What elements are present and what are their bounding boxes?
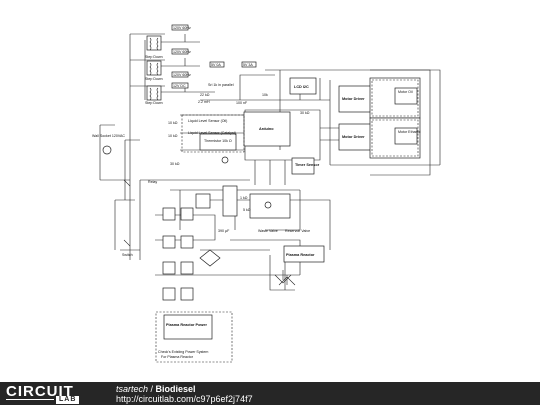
label-liquid-sensor-1: Liquid Level Sensor (Oil) — [188, 119, 227, 123]
label-step-down-2: Step Down — [145, 77, 163, 81]
label-r7: 30 kΩ — [170, 162, 180, 166]
label-mains: Wall Socket 120VAC — [92, 134, 125, 138]
label-note-line2: For Plasma Reactor — [161, 355, 194, 359]
label-r9: 5 kΩ — [243, 208, 251, 212]
label-120v-c: 120V 60Hz — [173, 73, 191, 77]
plasma-power-box — [163, 314, 213, 340]
voltage-tags — [171, 24, 257, 89]
label-switch: Switch — [122, 253, 133, 257]
transformer-stack-top — [146, 35, 162, 101]
label-120v-a: 120V 60Hz — [173, 26, 191, 30]
label-r4: 10k — [262, 93, 268, 97]
schematic-canvas[interactable]: 120V 60Hz 120V 60Hz 120V 60Hz 12V DC 5V … — [0, 0, 540, 382]
label-r5: 10 kΩ — [168, 121, 178, 125]
label-liquid-sensor-2: Liquid Level Sensor (Catalyst) — [188, 131, 236, 135]
label-in-parallel: Sri 1k in parallel — [208, 83, 234, 87]
label-r2: 2.2 mH — [198, 100, 210, 104]
logo-word: CIRCUIT — [6, 383, 74, 400]
label-plasma-reactor: Plasma Reactor — [286, 253, 315, 257]
label-reservoir-valve: Reservoir Valve — [285, 229, 310, 233]
mains-socket-circle — [102, 145, 112, 155]
label-5v-b: 5V 3A — [243, 63, 253, 67]
logo-trace-line — [6, 399, 54, 400]
circuit-title: tsartech / Biodiesel — [116, 384, 196, 394]
arduino-box — [243, 111, 291, 147]
label-note-line1: Check's Existing Power System — [158, 350, 208, 354]
label-step-down-1: Step Down — [145, 55, 163, 59]
footer-bar: CIRCUIT LAB tsartech / Biodiesel http://… — [0, 382, 540, 405]
project-name[interactable]: Biodiesel — [155, 384, 196, 394]
label-12v-dc: 12V DC — [173, 84, 186, 88]
label-arduino: Arduino — [259, 127, 274, 131]
plasma-reactor-box — [283, 245, 325, 263]
label-thermistor: Thermistor 10k Ω — [204, 139, 232, 143]
label-relay: Relay — [148, 180, 157, 184]
label-5v-a: 5V 0A — [211, 63, 221, 67]
timer-box — [291, 157, 315, 175]
label-r3: 100 nF — [236, 101, 248, 105]
label-motor-oil: Motor Oil — [398, 90, 413, 94]
circuit-schematic: 120V 60Hz 120V 60Hz 120V 60Hz 12V DC 5V … — [92, 24, 441, 363]
label-r8: 1 kΩ — [240, 196, 248, 200]
label-waste-valve: Waste Valve — [258, 229, 278, 233]
modules — [181, 77, 421, 175]
motor-driver-2-box — [338, 123, 372, 151]
logo-lab-badge: LAB — [56, 396, 80, 404]
circuit-url[interactable]: http://circuitlab.com/c97p6ef2j74f7 — [116, 394, 253, 404]
motor-driver-1-box — [338, 85, 372, 113]
label-motor-driver-2: Motor Driver — [342, 135, 365, 139]
label-r1: 22 kΩ — [200, 93, 210, 97]
label-motor-driver-1: Motor Driver — [342, 97, 365, 101]
label-r6: 10 kΩ — [168, 134, 178, 138]
circuitlab-logo[interactable]: CIRCUIT LAB — [6, 383, 94, 404]
main-wiring — [99, 33, 441, 291]
label-r10: 30 kΩ — [300, 111, 310, 115]
lower-section — [102, 145, 325, 363]
label-step-down-3: Step Down — [145, 101, 163, 105]
label-motor-2: Motor Ethanol — [398, 130, 421, 134]
lcd-box — [289, 77, 317, 95]
label-cap: 390 µF — [218, 229, 230, 233]
title-separator: / — [148, 384, 156, 394]
author-link[interactable]: tsartech — [116, 384, 149, 394]
label-plasma-power: Plasma Reactor Power — [166, 323, 207, 327]
label-120v-b: 120V 60Hz — [173, 50, 191, 54]
label-lcd: LCD I2C — [294, 85, 309, 89]
label-timer: Timer Sensor — [295, 163, 320, 167]
